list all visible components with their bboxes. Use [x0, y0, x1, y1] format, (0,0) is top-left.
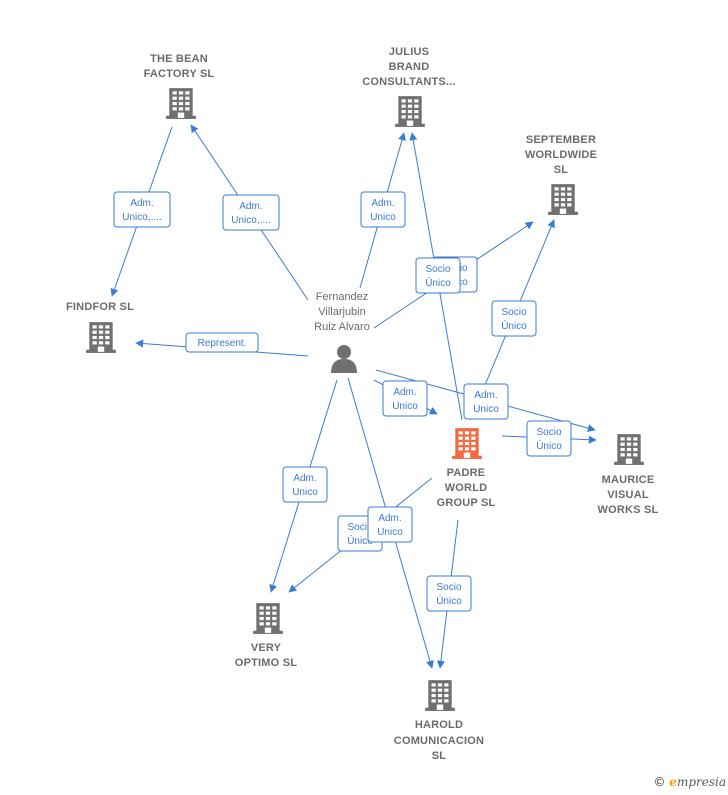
svg-text:Único: Único	[436, 594, 462, 607]
svg-text:WORLD: WORLD	[445, 482, 488, 494]
svg-text:VISUAL: VISUAL	[607, 489, 649, 501]
building-icon	[253, 603, 283, 634]
svg-text:Unico,....: Unico,....	[122, 212, 161, 223]
company-node-the-bean-factory[interactable]: THE BEAN FACTORY SL	[144, 53, 215, 119]
svg-text:GROUP SL: GROUP SL	[437, 497, 496, 509]
svg-text:WORLDWIDE: WORLDWIDE	[525, 149, 597, 161]
svg-text:Fernandez: Fernandez	[316, 291, 369, 303]
svg-text:Unico,....: Unico,....	[231, 215, 270, 226]
svg-text:Unico: Unico	[377, 527, 403, 538]
svg-text:Adm.: Adm.	[378, 513, 401, 524]
svg-text:Único: Único	[536, 439, 562, 452]
svg-text:Adm.: Adm.	[239, 201, 262, 212]
relation-label[interactable]: Adm. Unico	[282, 466, 328, 503]
svg-text:Adm.: Adm.	[474, 390, 497, 401]
building-icon	[395, 96, 425, 127]
company-node-padre-world-group[interactable]: PADRE WORLD GROUP SL	[437, 428, 496, 509]
svg-text:Villarjubin: Villarjubin	[318, 306, 366, 318]
relation-label[interactable]: Adm. Unico	[367, 506, 413, 543]
relation-label[interactable]: Socio Único	[415, 257, 461, 294]
svg-text:VERY: VERY	[251, 642, 282, 654]
company-node-september-worldwide[interactable]: SEPTEMBER WORLDWIDE SL	[525, 134, 597, 215]
svg-text:THE BEAN: THE BEAN	[150, 53, 208, 65]
relation-label[interactable]: Adm. Unico,....	[113, 191, 171, 228]
svg-text:Unico: Unico	[473, 404, 499, 415]
svg-text:FACTORY SL: FACTORY SL	[144, 68, 215, 80]
svg-text:Único: Único	[347, 534, 373, 547]
person-icon	[331, 345, 357, 373]
person-node[interactable]: Fernandez Villarjubin Ruiz Alvaro	[314, 291, 370, 373]
svg-text:Único: Único	[501, 319, 527, 332]
svg-text:BRAND: BRAND	[389, 61, 430, 73]
company-node-findfor[interactable]: FINDFOR SL	[66, 301, 134, 353]
building-icon	[425, 680, 455, 711]
building-icon	[548, 184, 578, 215]
relation-label[interactable]: Socio Único	[426, 575, 472, 612]
svg-text:Adm.: Adm.	[371, 198, 394, 209]
company-node-maurice-visual[interactable]: MAURICE VISUAL WORKS SL	[598, 434, 659, 516]
svg-text:Unico: Unico	[292, 487, 318, 498]
relation-label[interactable]: Adm. Unico,....	[222, 194, 280, 231]
svg-text:Adm.: Adm.	[393, 387, 416, 398]
relation-label[interactable]: Represent.	[185, 332, 259, 353]
building-icon	[86, 322, 116, 353]
svg-text:JULIUS: JULIUS	[389, 46, 429, 58]
svg-text:Adm.: Adm.	[130, 198, 153, 209]
svg-text:HAROLD: HAROLD	[415, 719, 463, 731]
company-node-julius-brand[interactable]: JULIUS BRAND CONSULTANTS...	[362, 46, 456, 127]
svg-text:SEPTEMBER: SEPTEMBER	[526, 134, 596, 146]
empresia-brand: © empresia	[653, 775, 726, 789]
svg-text:SL: SL	[432, 750, 447, 762]
company-node-harold-comunicacion[interactable]: HAROLD COMUNICACION SL	[394, 680, 484, 762]
svg-text:Adm.: Adm.	[293, 473, 316, 484]
svg-text:Socio: Socio	[501, 307, 526, 318]
relation-label[interactable]: Adm. Unico	[463, 383, 509, 420]
relation-label[interactable]: Adm. Unico	[382, 380, 428, 417]
company-node-very-optimo[interactable]: VERY OPTIMO SL	[235, 603, 297, 669]
svg-text:WORKS SL: WORKS SL	[598, 504, 659, 516]
svg-text:FINDFOR SL: FINDFOR SL	[66, 301, 134, 313]
svg-text:Unico: Unico	[392, 401, 418, 412]
svg-text:COMUNICACION: COMUNICACION	[394, 735, 484, 747]
svg-text:Socio: Socio	[347, 522, 372, 533]
svg-text:Unico: Unico	[370, 212, 396, 223]
svg-text:Socio: Socio	[436, 582, 461, 593]
building-icon	[452, 428, 482, 459]
svg-text:Represent.: Represent.	[198, 338, 247, 349]
building-icon	[614, 434, 644, 465]
svg-text:SL: SL	[554, 164, 569, 176]
svg-text:PADRE: PADRE	[447, 467, 486, 479]
relation-edges	[110, 124, 597, 669]
brand-name: mpresia	[676, 775, 726, 789]
svg-text:CONSULTANTS...: CONSULTANTS...	[362, 76, 455, 88]
copyright-icon: ©	[653, 775, 666, 789]
relation-labels: Adm. Unico,.... Adm. Unico,.... Adm. Uni…	[113, 191, 572, 612]
relation-label[interactable]: Socio Único	[526, 420, 572, 457]
svg-text:Socio: Socio	[536, 427, 561, 438]
svg-text:Único: Único	[425, 276, 451, 289]
svg-text:MAURICE: MAURICE	[602, 474, 655, 486]
relation-label[interactable]: Adm. Unico	[360, 191, 406, 228]
relation-label[interactable]: Socio Único	[491, 300, 537, 337]
building-icon	[166, 88, 196, 119]
svg-text:Socio: Socio	[425, 264, 450, 275]
svg-text:Ruiz Alvaro: Ruiz Alvaro	[314, 321, 370, 333]
brand-initial: e	[669, 775, 677, 789]
svg-text:OPTIMO SL: OPTIMO SL	[235, 657, 297, 669]
